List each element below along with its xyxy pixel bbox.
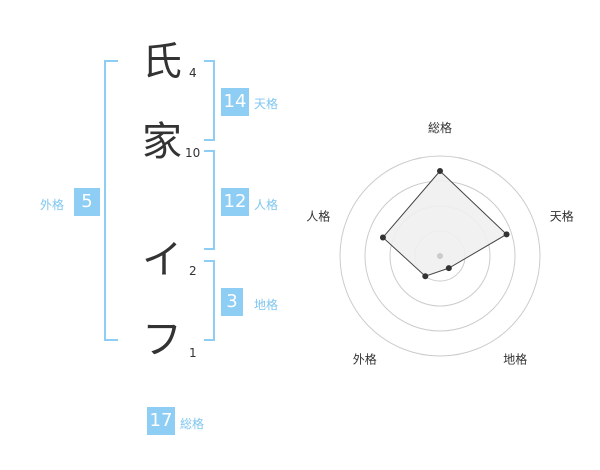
gaikaku-bracket (104, 60, 118, 341)
jinkaku-label: 人格 (254, 198, 279, 212)
name-char-4: フ (142, 317, 182, 363)
stroke-count-1: 4 (189, 66, 197, 80)
radar-point-1 (437, 168, 443, 174)
radar-axis-label-4: 外格 (353, 352, 377, 367)
radar-axis-label-5: 人格 (306, 208, 330, 223)
radar-axis-label-2: 天格 (550, 208, 574, 223)
name-char-3: イ (142, 237, 182, 283)
name-char-2: 家 (142, 119, 182, 165)
radar-center-dot (437, 253, 443, 259)
soukaku-value: 17 (147, 407, 175, 435)
tenkaku-bracket (204, 60, 215, 141)
radar-point-5 (379, 234, 386, 241)
jinkaku-bracket (204, 150, 215, 250)
radar-point-4 (422, 273, 429, 280)
chikaku-bracket (204, 260, 215, 341)
soukaku-label: 総格 (180, 417, 205, 431)
radar-axis-label-1: 総格 (428, 120, 452, 135)
gaikaku-label: 外格 (40, 198, 65, 212)
chikaku-value: 3 (221, 288, 243, 316)
stroke-count-3: 2 (189, 264, 197, 278)
name-char-1: 氏 (142, 39, 182, 85)
radar-point-3 (445, 265, 452, 272)
stroke-count-2: 10 (185, 146, 201, 160)
jinkaku-value: 12 (221, 188, 249, 216)
tenkaku-value: 14 (221, 88, 249, 116)
radar-data-polygon (382, 170, 508, 277)
radar-axis-label-3: 地格 (503, 352, 527, 367)
tenkaku-label: 天格 (254, 97, 279, 111)
gaikaku-value: 5 (74, 188, 100, 216)
radar-ring (339, 155, 541, 357)
stroke-count-4: 1 (189, 346, 197, 360)
chikaku-label: 地格 (254, 298, 279, 312)
radar-point-2 (503, 231, 510, 238)
